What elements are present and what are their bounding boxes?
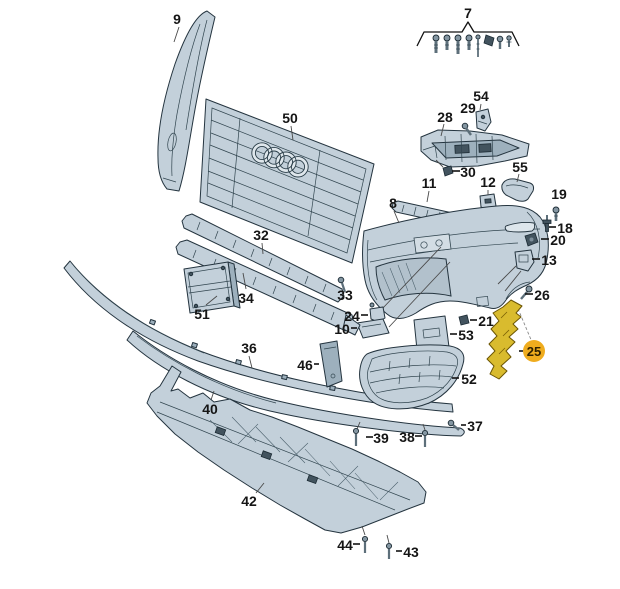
part-9-arch-trim: [157, 10, 216, 192]
part-50-grille: [199, 98, 375, 264]
bolt-icon: [443, 34, 451, 50]
part-label-54[interactable]: 54: [473, 88, 489, 104]
part-label-36[interactable]: 36: [241, 340, 257, 356]
part-label-19[interactable]: 19: [551, 186, 567, 202]
part-52-fog-grille: [359, 344, 465, 410]
part-55-cover: [501, 173, 535, 202]
part-label-42[interactable]: 42: [241, 493, 257, 509]
bracket-icon-54: [475, 103, 492, 132]
callout-labels: 9 7 50 28 29 54 30 11 12 55 8 19 18 20 1…: [173, 5, 573, 560]
clip-icon-24: [369, 302, 386, 323]
sensor-plate: [413, 233, 452, 254]
screw-icon-26: [520, 285, 533, 300]
part-label-52[interactable]: 52: [461, 371, 477, 387]
part-label-33[interactable]: 33: [337, 287, 353, 303]
grille-slats: [207, 117, 364, 241]
part-46-filler: [319, 340, 343, 388]
rivet-icon-18: [542, 215, 552, 232]
part-label-50[interactable]: 50: [282, 110, 298, 126]
part-label-38[interactable]: 38: [399, 429, 415, 445]
part-label-40[interactable]: 40: [202, 401, 218, 417]
part-label-37[interactable]: 37: [467, 418, 483, 434]
part-25-shape: [486, 299, 523, 380]
part-label-39[interactable]: 39: [373, 430, 389, 446]
part-label-55[interactable]: 55: [512, 159, 528, 175]
part-label-51[interactable]: 51: [194, 306, 210, 322]
part-label-30[interactable]: 30: [460, 164, 476, 180]
part-label-13[interactable]: 13: [541, 252, 557, 268]
screw-icon-37: [447, 419, 460, 431]
part-label-26[interactable]: 26: [534, 287, 550, 303]
part-label-12[interactable]: 12: [480, 174, 496, 190]
part-28-carrier: [420, 123, 530, 168]
part-25-highlighted-bracket: [486, 299, 545, 380]
part-10-cover: [356, 318, 390, 339]
part-label-46[interactable]: 46: [297, 357, 313, 373]
part-label-8[interactable]: 8: [389, 195, 397, 211]
part-32-strip: [181, 213, 345, 303]
bracket-icon-13: [497, 249, 535, 292]
part-label-7[interactable]: 7: [464, 5, 472, 21]
clip-icon-30: [435, 159, 454, 177]
callout-dashes: [314, 170, 556, 552]
part-label-10[interactable]: 10: [334, 321, 350, 337]
small-fastener-icon: [506, 35, 512, 47]
part-label-53[interactable]: 53: [458, 327, 474, 343]
part-label-34[interactable]: 34: [238, 290, 254, 306]
part-42-skid-plate: [146, 365, 427, 534]
audi-rings-icon: [251, 142, 309, 178]
bolt-icon: [465, 34, 473, 50]
part-label-32[interactable]: 32: [253, 227, 269, 243]
part-label-18[interactable]: 18: [557, 220, 573, 236]
screw-icon-38: [421, 429, 429, 447]
part-label-44[interactable]: 44: [337, 537, 353, 553]
part-label-21[interactable]: 21: [478, 313, 494, 329]
screw-icon-19: [552, 206, 560, 221]
part-label-20[interactable]: 20: [550, 232, 566, 248]
part-51-plate-bracket: [183, 261, 241, 314]
part-8-bumper-cover: [362, 205, 549, 328]
part-label-29[interactable]: 29: [460, 100, 476, 116]
part-label-9[interactable]: 9: [173, 11, 181, 27]
bolt-icon: [454, 34, 462, 54]
screw-icon-29: [461, 122, 472, 136]
grommet-icon-20: [524, 232, 539, 247]
part-label-28[interactable]: 28: [437, 109, 453, 125]
bolt-icon: [432, 34, 440, 53]
screw-icon: [496, 35, 504, 49]
clip-icon: [483, 34, 495, 47]
clip-icon-21: [458, 314, 470, 326]
part-label-11[interactable]: 11: [422, 175, 437, 191]
screw-icon-44: [361, 525, 369, 553]
screw-icon-39: [352, 427, 360, 446]
screw-icon-43: [385, 534, 393, 559]
fastener-group-7: [416, 21, 520, 57]
part-label-24[interactable]: 24: [344, 308, 360, 324]
long-screw-icon: [475, 34, 481, 57]
part-label-25[interactable]: 25: [527, 344, 541, 359]
part-label-43[interactable]: 43: [403, 544, 419, 560]
part-25-highlight-badge[interactable]: [523, 340, 545, 362]
